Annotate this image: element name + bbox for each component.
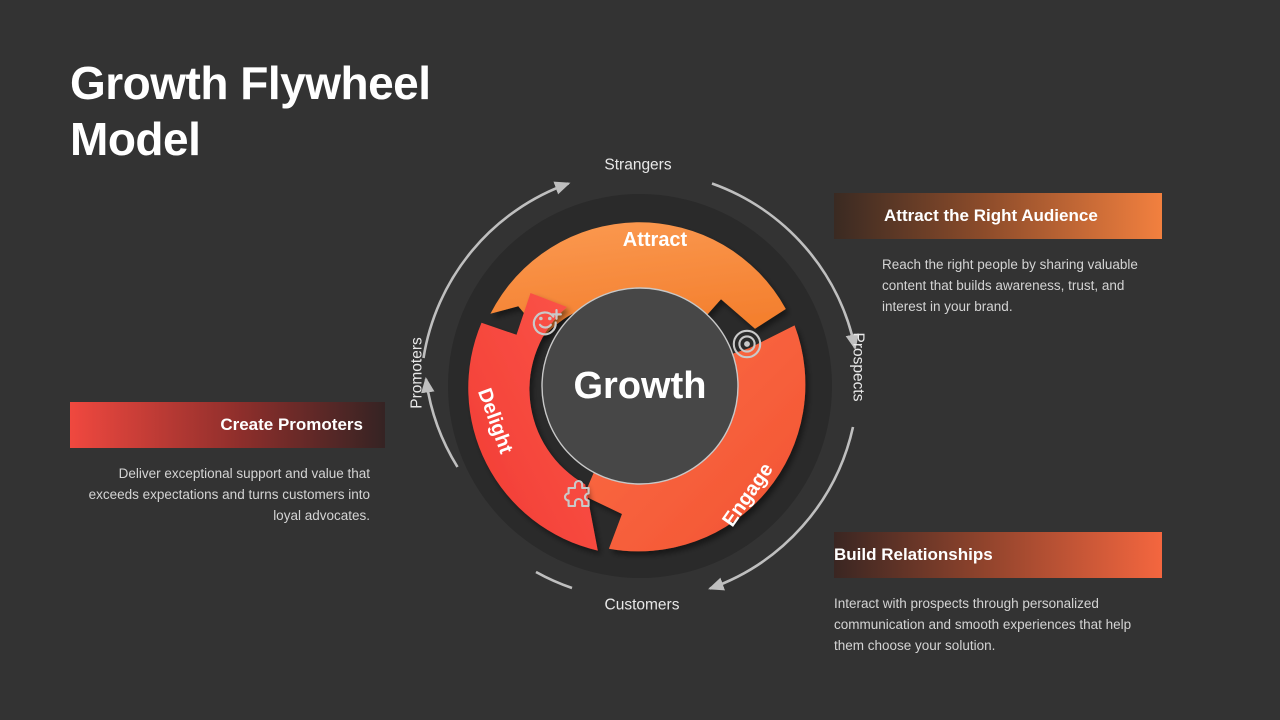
flow-arc-strangers <box>422 181 571 359</box>
flow-arc-promoters <box>421 376 459 468</box>
panel-promoters-body: Deliver exceptional support and value th… <box>88 466 370 523</box>
segment-delight[interactable] <box>468 293 598 551</box>
panel-attract-body: Reach the right people by sharing valuab… <box>882 257 1138 314</box>
segment-label-attract: Attract <box>623 229 688 251</box>
panel-attract-bar[interactable]: Attract the Right Audience <box>834 193 1162 239</box>
panel-attract: Attract the Right Audience Reach the rig… <box>834 193 1162 318</box>
panel-promoters-bar[interactable]: Create Promoters <box>70 402 385 448</box>
panel-promoters-title: Create Promoters <box>220 415 363 434</box>
panel-engage: Build Relationships Interact with prospe… <box>834 532 1162 657</box>
flow-arc-prospects <box>711 182 859 351</box>
panel-engage-title: Build Relationships <box>834 545 993 564</box>
growth-flywheel-diagram: Growth Attract Engage Delight <box>390 136 890 636</box>
page-title: Growth Flywheel Model <box>70 57 431 166</box>
target-icon <box>732 329 762 359</box>
panel-attract-title: Attract the Right Audience <box>884 206 1098 225</box>
hub-label: Growth <box>574 365 707 407</box>
stage-label-promoters: Promoters <box>409 337 426 409</box>
add-reaction-icon <box>532 308 562 336</box>
flow-arc-customers <box>708 426 855 591</box>
panel-engage-body: Interact with prospects through personal… <box>834 596 1132 653</box>
flywheel-hub[interactable] <box>541 287 739 485</box>
panel-engage-bar[interactable]: Build Relationships <box>834 532 1162 578</box>
puzzle-piece-icon <box>563 479 590 508</box>
flow-arc-tail <box>535 570 573 590</box>
stage-label-customers: Customers <box>605 597 680 614</box>
panel-promoters: Create Promoters Deliver exceptional sup… <box>70 402 385 527</box>
stage-label-prospects: Prospects <box>850 333 867 402</box>
stage-label-strangers: Strangers <box>604 157 671 174</box>
